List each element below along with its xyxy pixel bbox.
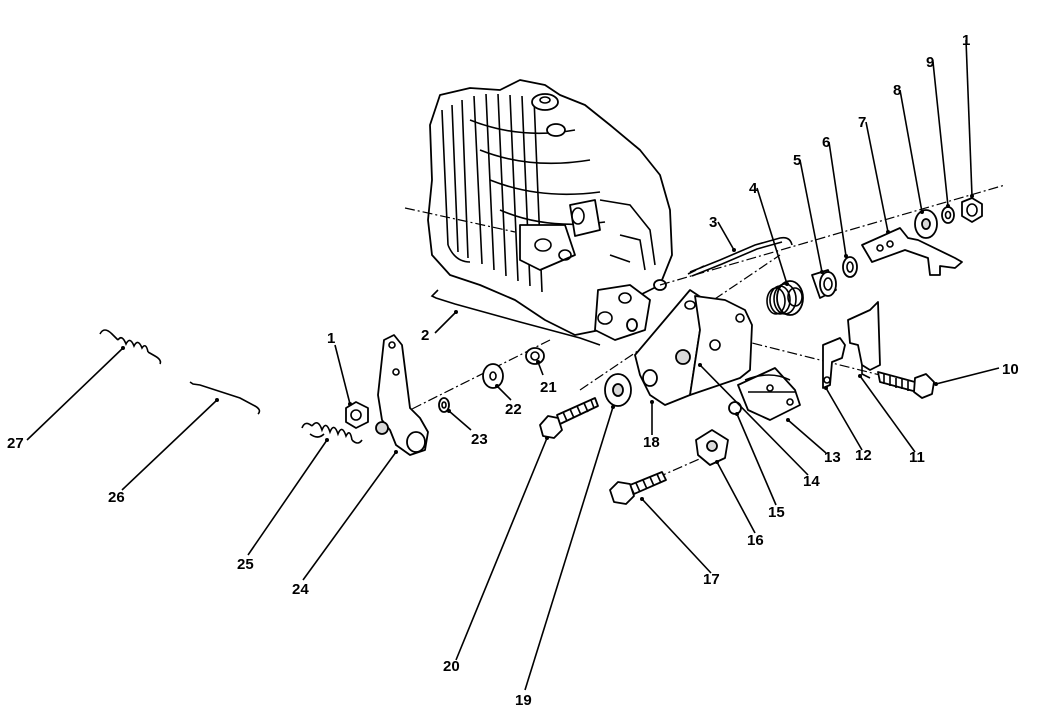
part-27-spring (99, 329, 162, 365)
part-3-link-rod (687, 236, 793, 277)
part-23-washer (438, 397, 450, 413)
callout-6: 6 (822, 134, 830, 151)
part-2-wire-rod (430, 289, 601, 346)
part-7-bracket (861, 227, 963, 276)
callout-22: 22 (505, 401, 522, 418)
part-16-clip-nut (695, 429, 729, 466)
callout-18: 18 (643, 434, 660, 451)
part-26-wire-link (189, 381, 261, 415)
part-12-clip (822, 337, 846, 389)
callout-12: 12 (855, 447, 872, 464)
part-4-spring (766, 280, 804, 316)
callout-3: 3 (709, 214, 717, 231)
callout-17: 17 (703, 571, 720, 588)
callout-27: 27 (7, 435, 24, 452)
part-11-plate (847, 301, 881, 379)
leader-dots (121, 194, 974, 501)
callout-1-top: 1 (962, 32, 970, 49)
part-5-bushing (811, 269, 837, 299)
part-1-nut-left (345, 401, 369, 429)
part-13-plate (737, 367, 801, 421)
callout-26: 26 (108, 489, 125, 506)
part-17-bolt (609, 471, 667, 505)
part-6-washer (842, 256, 858, 278)
part-21-nut (525, 347, 545, 365)
callout-7: 7 (858, 114, 866, 131)
part-20-bolt (539, 397, 599, 439)
callout-25: 25 (237, 556, 254, 573)
part-25-spring (301, 422, 363, 444)
callout-21: 21 (540, 379, 557, 396)
engine-block (427, 79, 673, 341)
callout-2: 2 (421, 327, 429, 344)
callout-23: 23 (471, 431, 488, 448)
callout-9: 9 (926, 54, 934, 71)
part-1-nut-top (961, 197, 983, 223)
part-19-washer (604, 373, 632, 407)
callout-24: 24 (292, 581, 309, 598)
callout-20: 20 (443, 658, 460, 675)
callout-11: 11 (909, 449, 925, 466)
callout-16: 16 (747, 532, 764, 549)
callout-15: 15 (768, 504, 785, 521)
callout-1-left: 1 (327, 330, 335, 347)
callout-13: 13 (824, 449, 841, 466)
part-22-washer (482, 363, 504, 389)
callout-14: 14 (803, 473, 820, 490)
callout-4: 4 (749, 180, 758, 197)
callout-19: 19 (515, 692, 532, 709)
part-8-washer (914, 209, 938, 239)
callout-8: 8 (893, 82, 901, 99)
part-10-bolt (877, 371, 935, 399)
callout-labels: 1 9 8 7 6 5 4 3 2 10 11 12 13 14 15 16 1… (7, 32, 1019, 709)
part-18-bracket (634, 289, 753, 406)
callout-10: 10 (1002, 361, 1019, 378)
part-9-lockwasher (941, 206, 955, 224)
callout-5: 5 (793, 152, 801, 169)
leader-lines (26, 39, 1000, 691)
part-24-lever (375, 334, 429, 456)
